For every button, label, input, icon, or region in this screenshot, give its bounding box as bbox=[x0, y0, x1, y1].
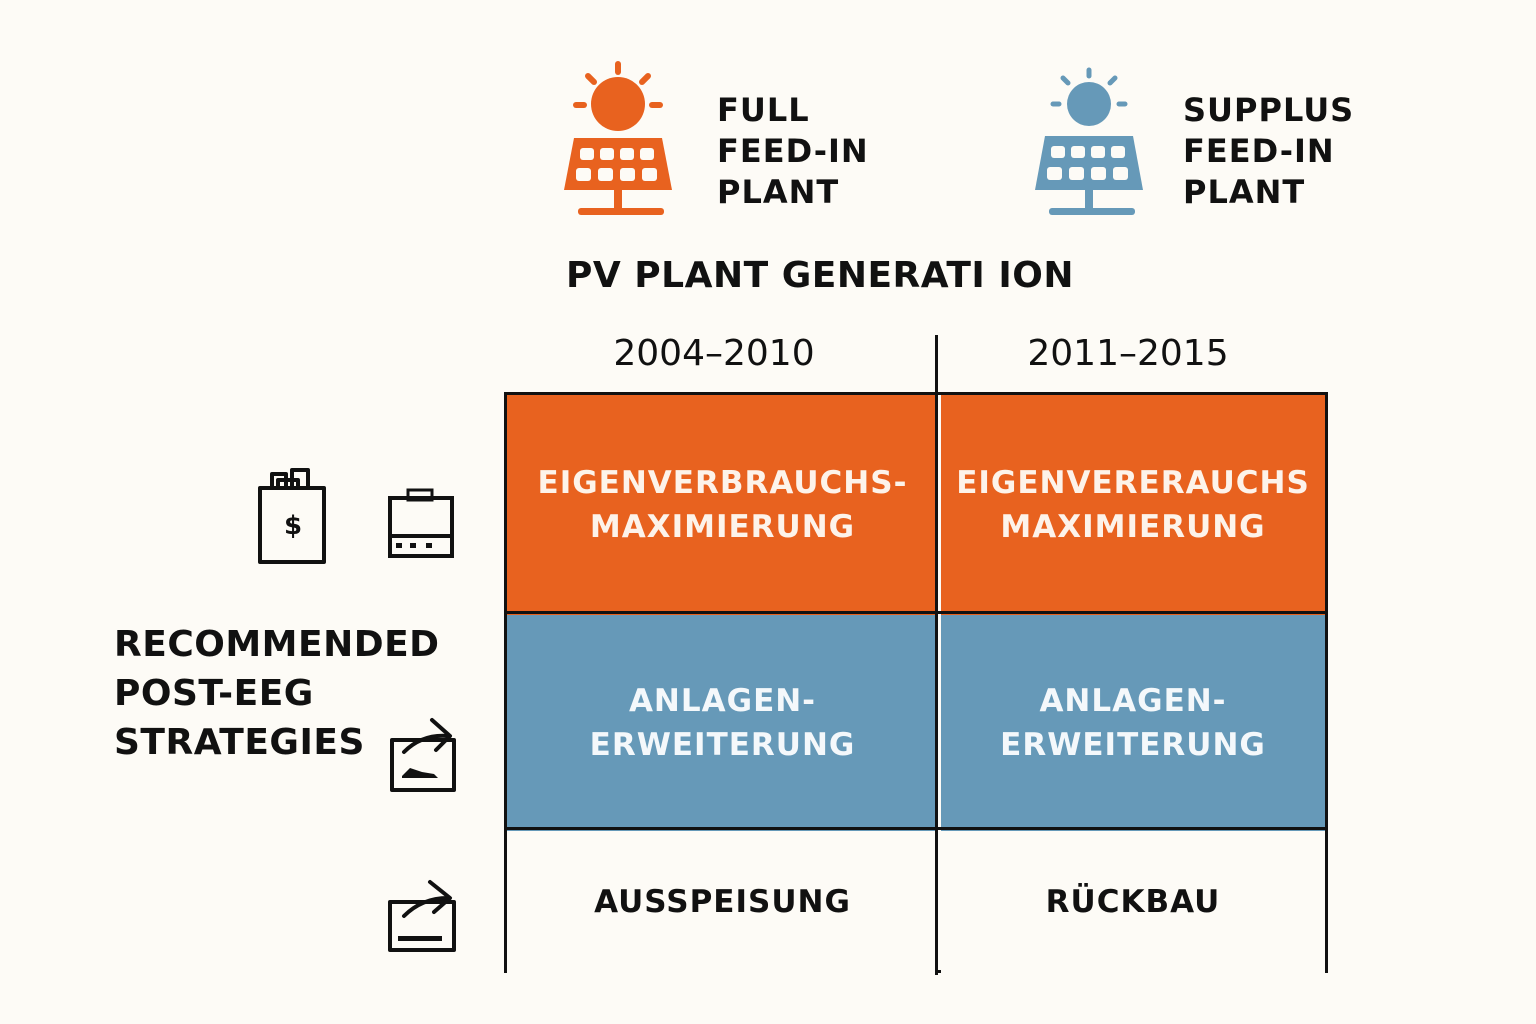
row-divider bbox=[504, 827, 1328, 830]
full-feed-in-solar-icon bbox=[564, 61, 672, 215]
svg-text:$: $ bbox=[284, 511, 302, 541]
cell-eigenverbrauch-2011-2015: EIGENVERERAUCHS MAXIMIERUNG bbox=[941, 395, 1325, 615]
cell-eigenverbrauch-2004-2010: EIGENVERBRAUCHS- MAXIMIERUNG bbox=[507, 395, 938, 615]
money-bag-icon: $ bbox=[258, 468, 326, 564]
surplus-feed-in-solar-icon bbox=[1035, 67, 1143, 215]
column-header-2011-2015: 2011–2015 bbox=[1027, 333, 1229, 374]
export-arrow-icon bbox=[390, 718, 456, 792]
cell-anlagenerweiterung-2011-2015: ANLAGEN- ERWEITERUNG bbox=[941, 615, 1325, 831]
diagram-title: PV PLANT GENERATI ION bbox=[566, 255, 1074, 296]
column-header-2004-2010: 2004–2010 bbox=[613, 333, 815, 374]
cell-anlagenerweiterung-2004-2010: ANLAGEN- ERWEITERUNG bbox=[507, 615, 938, 831]
column-divider bbox=[935, 335, 938, 975]
battery-box-icon bbox=[388, 488, 454, 558]
legend-full-feed-in-label: FULL FEED-IN PLANT bbox=[717, 91, 869, 211]
export-arrow-icon bbox=[388, 880, 456, 952]
row-divider bbox=[504, 611, 1328, 614]
side-label-strategies: RECOMMENDED POST-EEG STRATEGIES bbox=[114, 624, 440, 763]
cell-rueckbau: RÜCKBAU bbox=[941, 831, 1325, 973]
legend-surplus-feed-in-label: SUPPLUS FEED-IN PLANT bbox=[1183, 91, 1355, 211]
strategy-grid: EIGENVERBRAUCHS- MAXIMIERUNG EIGENVERERA… bbox=[504, 392, 1328, 973]
cell-ausspeisung: AUSSPEISUNG bbox=[507, 831, 938, 973]
